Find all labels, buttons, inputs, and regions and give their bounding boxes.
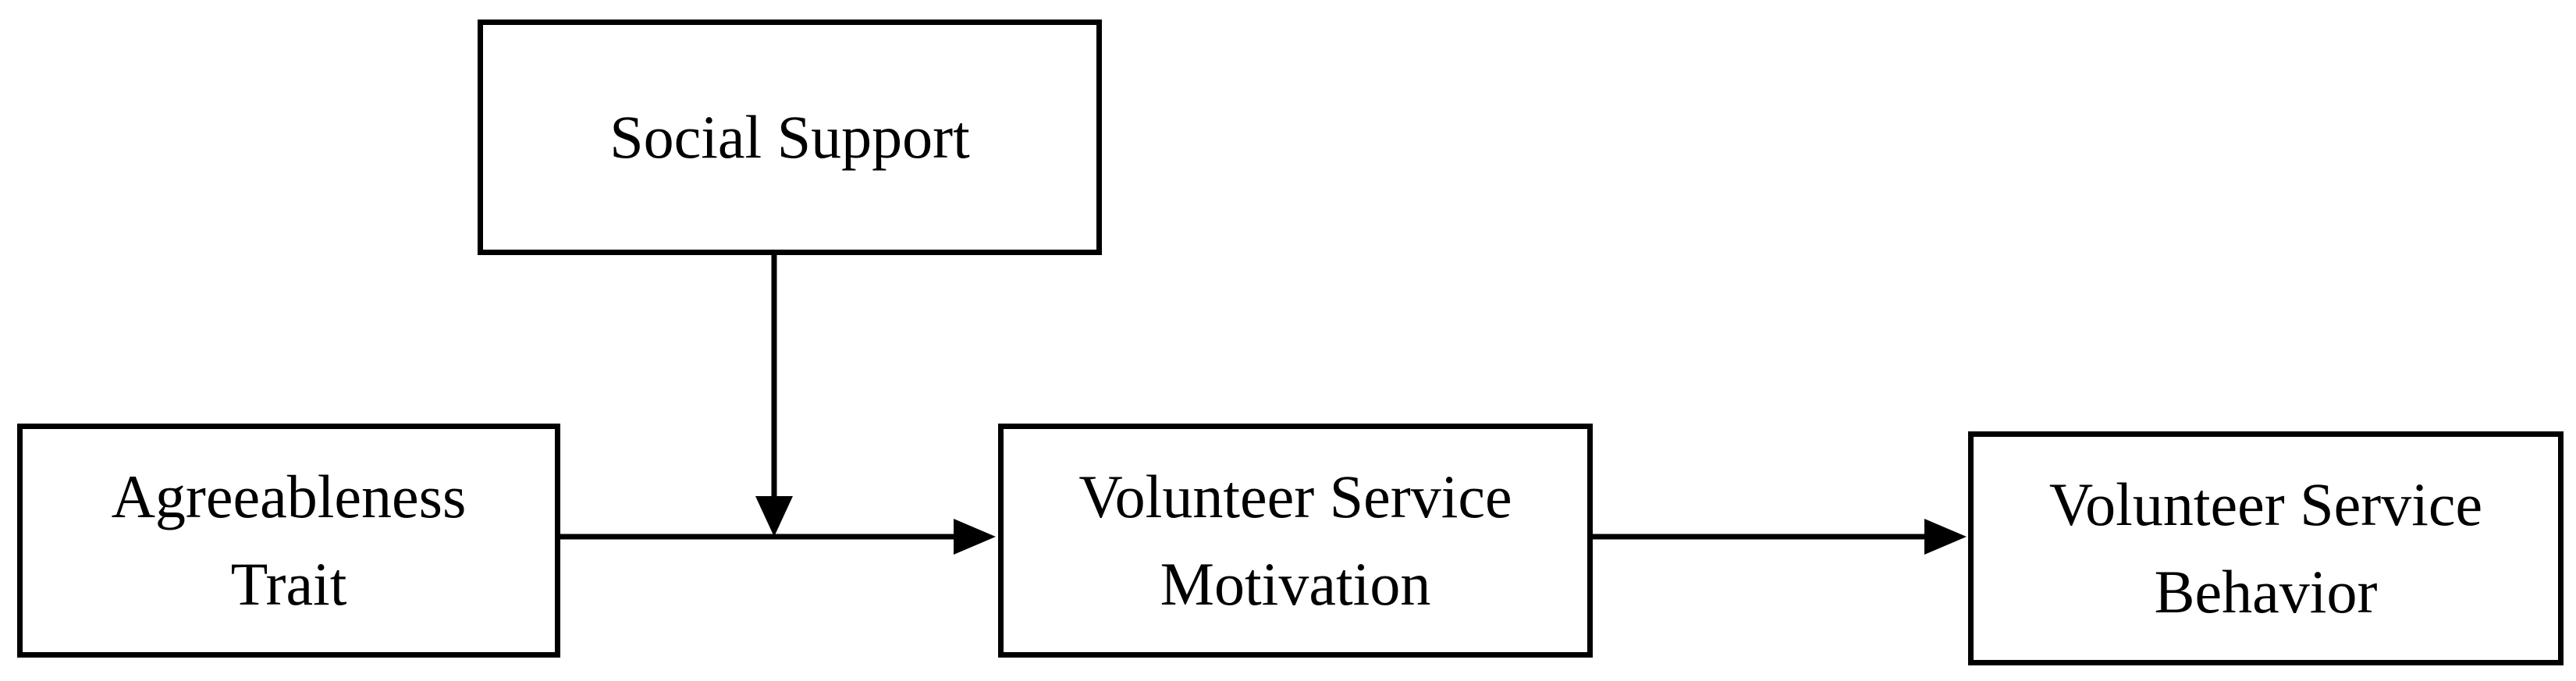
node-motivation-line-1: Volunteer Service [1078,463,1512,530]
node-behavior-line-2: Behavior [2154,558,2378,626]
arrowhead-moderation [755,496,793,537]
node-motivation-label: Volunteer Service Motivation [1078,453,1512,628]
node-social-support-label: Social Support [609,94,970,181]
node-volunteer-service-behavior: Volunteer Service Behavior [1968,431,2564,665]
node-motivation-line-2: Motivation [1160,550,1431,618]
arrowhead-behavior [1924,519,1967,555]
node-social-support: Social Support [478,20,1102,255]
node-agreeableness-line-2: Trait [230,550,347,618]
node-volunteer-service-motivation: Volunteer Service Motivation [998,424,1593,658]
node-behavior-label: Volunteer Service Behavior [2049,461,2482,636]
node-agreeableness-label: Agreeableness Trait [112,453,467,628]
node-social-support-line-1: Social Support [609,103,970,171]
arrowhead-motivation [954,519,996,555]
node-behavior-line-1: Volunteer Service [2048,470,2483,538]
node-agreeableness-trait: Agreeableness Trait [17,424,560,658]
node-agreeableness-line-1: Agreeableness [111,463,467,530]
